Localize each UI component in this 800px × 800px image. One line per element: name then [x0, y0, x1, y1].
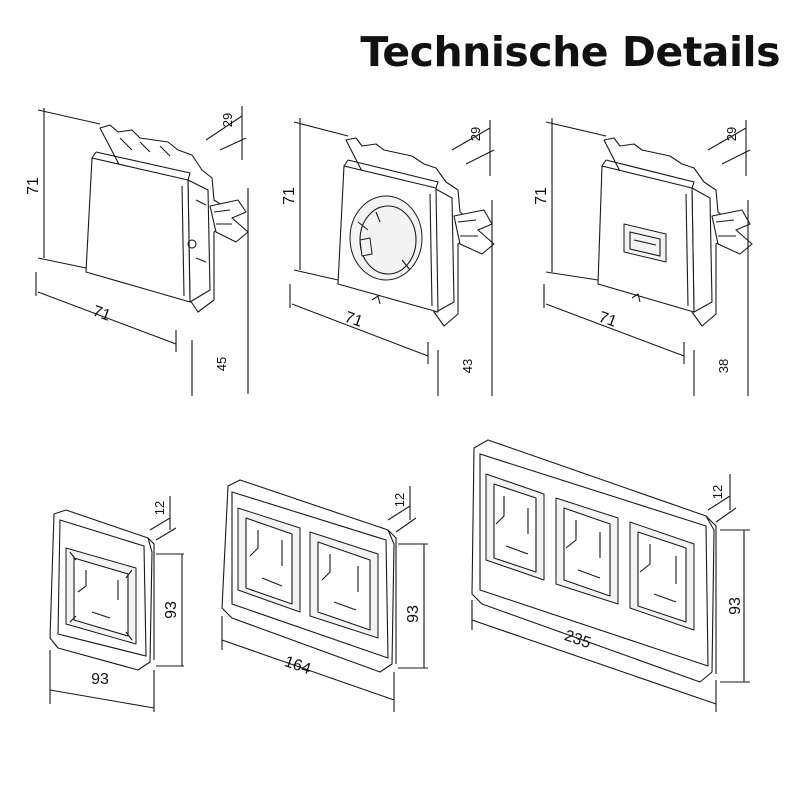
- socket-height-label: 71: [281, 187, 298, 205]
- page-title: Technische Details: [360, 28, 780, 76]
- frame-1-height-label: 93: [163, 601, 180, 619]
- usb-depth-label: 38: [716, 359, 731, 373]
- socket-width-label: 71: [342, 309, 365, 331]
- switch-frame-depth-label: 29: [220, 113, 235, 127]
- frame-1-depth-label: 12: [152, 501, 167, 515]
- switch-width-label: 71: [90, 303, 113, 325]
- usb-module-drawing: [543, 118, 753, 396]
- frame-1-width-label: 93: [91, 671, 109, 688]
- frame-3-drawing: [471, 439, 750, 712]
- frame-2-width-label: 164: [282, 653, 313, 678]
- frame-2-drawing: [221, 479, 428, 712]
- usb-frame-depth-label: 29: [724, 127, 739, 141]
- switch-height-label: 71: [25, 177, 42, 195]
- switch-depth-label: 45: [214, 357, 229, 371]
- frame-1-drawing: [49, 496, 184, 712]
- frame-2-height-label: 93: [405, 605, 422, 623]
- socket-frame-depth-label: 29: [468, 127, 483, 141]
- usb-width-label: 71: [596, 309, 619, 331]
- usb-height-label: 71: [533, 187, 550, 205]
- switch-module-drawing: [35, 106, 249, 396]
- frame-3-height-label: 93: [727, 597, 744, 615]
- socket-depth-label: 43: [460, 359, 475, 373]
- socket-module-drawing: [289, 118, 495, 396]
- frame-3-depth-label: 12: [710, 485, 725, 499]
- frame-2-depth-label: 12: [392, 493, 407, 507]
